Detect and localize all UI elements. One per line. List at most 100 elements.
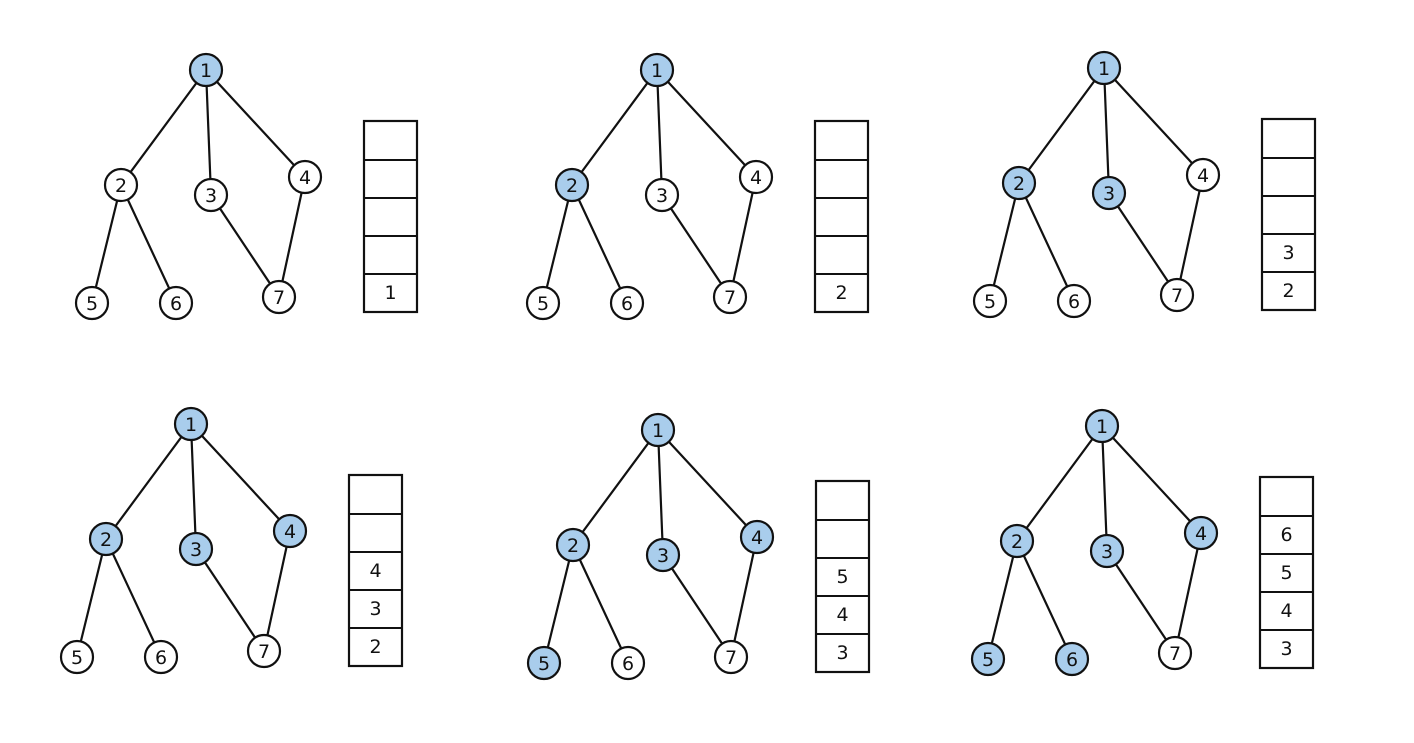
node-label: 7 [258, 641, 270, 663]
edge-3-7 [661, 553, 733, 659]
edge-1-4 [656, 428, 759, 539]
edge-2-6 [571, 543, 630, 665]
edge-1-4 [655, 68, 758, 179]
node-7: 7 [261, 279, 297, 315]
node-circle [193, 177, 229, 213]
edge-1-3 [1100, 424, 1109, 553]
node-1: 1 [1084, 408, 1120, 444]
queue-box: 1 [362, 119, 419, 314]
queue-item: 5 [836, 566, 848, 588]
edge-4-7 [1173, 531, 1203, 655]
node-label: 4 [750, 167, 762, 189]
edge-1-4 [1102, 66, 1205, 177]
node-label: 5 [537, 293, 549, 315]
node-label: 2 [115, 175, 127, 197]
queue-outline [362, 119, 419, 314]
node-circle [644, 177, 680, 213]
visited-node-circle [555, 527, 591, 563]
node-label: 4 [284, 521, 296, 543]
queue-item: 4 [369, 560, 381, 582]
node-label: 3 [1101, 541, 1113, 563]
edge-1-2 [571, 428, 660, 547]
node-3: 3 [644, 177, 680, 213]
node-7: 7 [712, 279, 748, 315]
queue-outline [813, 119, 870, 314]
node-3: 3 [193, 177, 229, 213]
queue-item: 3 [1280, 638, 1292, 660]
node-6: 6 [143, 639, 179, 675]
visited-node-circle [1054, 641, 1090, 677]
node-label: 7 [725, 647, 737, 669]
queue-item: 3 [1282, 242, 1294, 264]
node-label: 5 [86, 293, 98, 315]
queue-item: 4 [1280, 600, 1292, 622]
visited-node-circle [739, 519, 775, 555]
node-circle [1157, 635, 1193, 671]
visited-node-circle [1183, 515, 1219, 551]
node-5: 5 [525, 285, 561, 321]
node-1: 1 [1086, 50, 1122, 86]
node-label: 5 [71, 647, 83, 669]
edge-1-4 [189, 422, 292, 533]
node-label: 3 [1103, 183, 1115, 205]
queue-item: 3 [369, 598, 381, 620]
node-circle [712, 279, 748, 315]
node-circle [1056, 283, 1092, 319]
queue-item: 6 [1280, 524, 1292, 546]
node-label: 6 [155, 647, 167, 669]
edge-1-3 [204, 68, 213, 197]
visited-node-circle [554, 167, 590, 203]
edge-4-7 [729, 535, 759, 659]
node-label: 3 [657, 545, 669, 567]
visited-node-circle [526, 645, 562, 681]
node-4: 4 [287, 159, 323, 195]
node-circle [246, 633, 282, 669]
node-5: 5 [59, 639, 95, 675]
node-1: 1 [173, 406, 209, 442]
node-label: 4 [1195, 523, 1207, 545]
node-circle [972, 283, 1008, 319]
node-4: 4 [1185, 157, 1221, 193]
node-circle [103, 167, 139, 203]
node-label: 1 [652, 420, 664, 442]
queue-box: 345 [814, 479, 871, 674]
node-label: 1 [185, 414, 197, 436]
edge-1-3 [189, 422, 198, 551]
node-7: 7 [1159, 277, 1195, 313]
node-circle [610, 645, 646, 681]
node-label: 2 [567, 535, 579, 557]
edge-4-7 [1175, 173, 1205, 297]
node-label: 5 [982, 649, 994, 671]
node-1: 1 [188, 52, 224, 88]
edge-1-2 [1015, 424, 1104, 543]
node-circle [609, 285, 645, 321]
node-6: 6 [1054, 641, 1090, 677]
node-label: 6 [622, 653, 634, 675]
visited-node-circle [1086, 50, 1122, 86]
node-7: 7 [713, 639, 749, 675]
visited-node-circle [272, 513, 308, 549]
node-label: 5 [984, 291, 996, 313]
node-5: 5 [972, 283, 1008, 319]
visited-node-circle [999, 523, 1035, 559]
edge-1-3 [1102, 66, 1111, 195]
node-label: 7 [724, 287, 736, 309]
edge-2-5 [75, 537, 108, 659]
node-circle [143, 639, 179, 675]
edge-4-7 [277, 175, 307, 299]
edge-1-4 [1100, 424, 1203, 535]
node-circle [74, 285, 110, 321]
node-5: 5 [526, 645, 562, 681]
node-label: 2 [566, 175, 578, 197]
node-circle [287, 159, 323, 195]
queue-box: 2 [813, 119, 870, 314]
node-label: 1 [651, 60, 663, 82]
visited-node-circle [1084, 408, 1120, 444]
visited-node-circle [640, 412, 676, 448]
visited-node-circle [970, 641, 1006, 677]
node-circle [261, 279, 297, 315]
